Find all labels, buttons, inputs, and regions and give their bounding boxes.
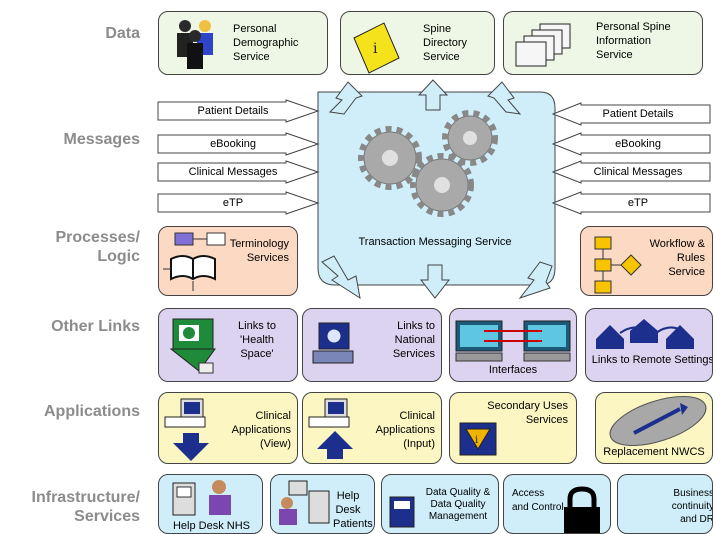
interfaces-label: Interfaces (488, 364, 538, 376)
msg-right-1: Patient Details (551, 102, 713, 126)
helpdesk-nhs-box[interactable]: Help Desk NHS (158, 474, 263, 534)
health-space-computer-icon (169, 318, 216, 374)
people-icon (177, 20, 213, 69)
msg-right-2: eBooking (551, 132, 713, 156)
helpdesk-patients-icon (279, 480, 330, 525)
msg-left-4: eTP (157, 191, 320, 215)
clinical-input-computer-icon (308, 398, 353, 459)
msg-left-3: Clinical Messages (157, 160, 320, 184)
row-label-infra-line1: Infrastructure/ (31, 489, 140, 506)
msg-right-4: eTP (551, 191, 713, 215)
row-label-infrastructure: Infrastructure/ Services (10, 488, 140, 526)
padlock-icon (564, 486, 600, 533)
clinical-view-computer-icon (164, 398, 209, 461)
directory-book-icon: i (353, 22, 400, 74)
row-label-processes-line1: Processes/ (55, 229, 140, 246)
stacked-records-icon (515, 23, 571, 67)
row-label-processes-line2: Logic (97, 248, 140, 265)
msg-left-2: eBooking (157, 132, 320, 156)
info-funnel-icon: i (459, 422, 497, 456)
workflow-diagram-icon (594, 236, 642, 294)
msg-left-1: Patient Details (157, 99, 320, 123)
tms-label: Transaction Messaging Service (358, 236, 512, 248)
remote-houses-icon (596, 319, 694, 349)
interfaces-computers-icon (455, 320, 571, 362)
remote-label: Links to Remote Settings (591, 354, 713, 366)
nwcs-ellipse-icon (609, 395, 707, 447)
helpdesk-nhs-label: Help Desk NHS (172, 520, 251, 532)
remote-settings-box[interactable]: Links to Remote Settings (585, 308, 713, 382)
row-label-applications: Applications (43, 403, 140, 420)
national-computer-icon (312, 322, 354, 364)
nwcs-box[interactable]: Replacement NWCS (595, 392, 713, 464)
row-label-messages: Messages (63, 131, 141, 148)
row-label-other-links: Other Links (51, 318, 140, 335)
svg-text:i: i (475, 435, 478, 446)
msg-right-3: Clinical Messages (551, 160, 713, 184)
svg-text:i: i (373, 41, 378, 57)
row-label-processes: Processes/ Logic (30, 228, 140, 266)
terminology-book-icon (163, 232, 226, 291)
row-label-data: Data (105, 25, 140, 42)
helpdesk-nhs-icon (172, 480, 231, 516)
row-label-infra-line2: Services (74, 508, 140, 525)
data-quality-disk-icon (389, 496, 415, 528)
nwcs-label: Replacement NWCS (603, 446, 705, 458)
interfaces-box[interactable]: Interfaces (449, 308, 577, 382)
